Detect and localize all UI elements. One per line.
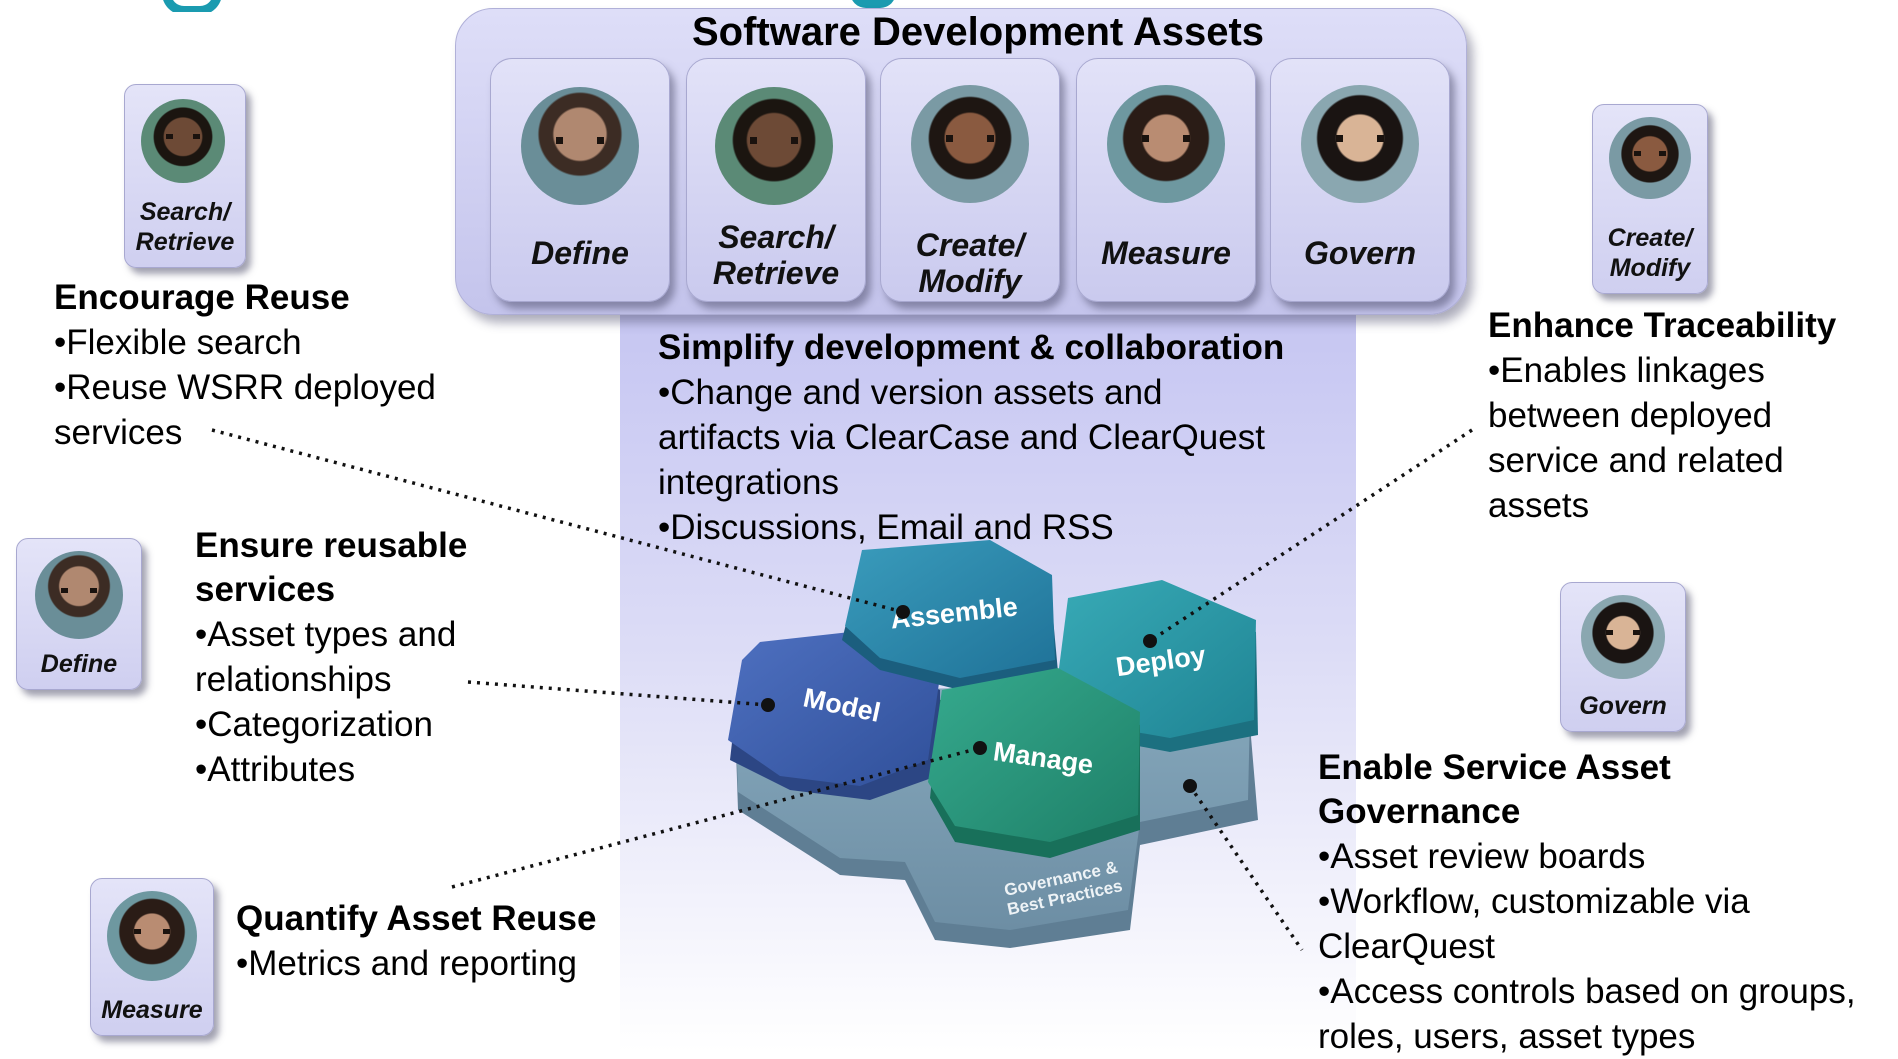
persona-tile-create-modify: Create/Modify [1592,104,1708,294]
simplify-heading: Simplify development & collaboration [658,328,1285,367]
persona-photo-icon [107,891,197,981]
persona-photo-icon [1581,595,1665,679]
connector-lines [211,428,1473,951]
bullet-change-version-cont: artifacts via ClearCase and ClearQuest [658,418,1265,457]
asset-card-label: Govern [1303,235,1417,271]
bullet-metrics: •Metrics and reporting [236,944,578,983]
asset-card-label: Measure [1101,235,1231,271]
persona-tile-label: Search/Retrieve [135,198,235,256]
asset-card-label: Define [531,235,629,271]
persona-photo-icon [35,551,123,639]
page-title-fragment [150,0,290,12]
governance-heading-1: Enable Service Asset [1318,748,1671,787]
bullet-linkages: •Enables linkages [1488,351,1765,390]
bullet-reuse-wsrr: •Reuse WSRR deployed [54,368,436,407]
bullet-linkages-cont3: assets [1488,486,1590,525]
persona-tile-measure: Measure [90,878,214,1036]
governance-heading-2: Governance [1318,792,1521,831]
bullet-linkages-cont2: service and related [1488,441,1784,480]
persona-photo-icon [141,99,225,183]
bullet-flexible-search: •Flexible search [54,323,302,362]
asset-card-label: Create/Modify [915,227,1025,299]
encourage-reuse-heading: Encourage Reuse [54,278,350,317]
asset-panel-title: Software Development Assets [691,10,1265,54]
asset-card-create-modify[interactable]: Create/Modify [880,58,1060,302]
hex-assemble[interactable] [842,540,1058,690]
persona-tile-label: Govern [1579,692,1667,720]
asset-card-label: Search/Retrieve [712,219,840,291]
bullet-linkages-cont: between deployed [1488,396,1773,435]
persona-tile-search-retrieve: Search/Retrieve [124,84,246,268]
connector-traceability [1149,428,1473,643]
persona-tile-label: Measure [101,996,203,1024]
governance-block: Enable Service Asset Governance •Asset r… [1318,746,1893,1059]
bullet-categorization: •Categorization [195,705,433,744]
ensure-reusable-block: Ensure reusable services •Asset types an… [195,524,615,792]
traceability-block: Enhance Traceability •Enables linkages b… [1488,304,1888,528]
bullet-workflow-cont: ClearQuest [1318,927,1496,966]
bullet-access-controls: •Access controls based on groups, [1318,972,1856,1011]
page-title-fragment-right [840,0,910,8]
connector-governance [1188,785,1304,951]
quantify-heading: Quantify Asset Reuse [236,899,597,938]
traceability-heading: Enhance Traceability [1488,306,1837,345]
connector-encourage-reuse [211,428,904,614]
bullet-workflow: •Workflow, customizable via [1318,882,1750,921]
bullet-asset-types-cont: relationships [195,660,392,699]
persona-photo-icon [911,85,1029,203]
bullet-access-controls-cont: roles, users, asset types [1318,1017,1696,1056]
connector-quantify [451,746,981,889]
persona-tile-label: Create/Modify [1607,224,1693,282]
quantify-block: Quantify Asset Reuse •Metrics and report… [236,897,656,986]
bullet-discussions: •Discussions, Email and RSS [658,508,1114,547]
bullet-reuse-wsrr-cont: services [54,413,183,452]
persona-photo-icon [521,87,639,205]
connector-dots [761,605,1197,793]
bullet-change-version: •Change and version assets and [658,373,1163,412]
bullet-change-version-cont2: integrations [658,463,839,502]
persona-tile-govern: Govern [1560,582,1686,732]
ensure-reusable-heading-2: services [195,570,336,609]
asset-card-search-retrieve[interactable]: Search/Retrieve [686,58,866,302]
persona-photo-icon [1107,85,1225,203]
persona-tile-label: Define [40,650,118,678]
simplify-block: Simplify development & collaboration •Ch… [658,326,1358,550]
asset-card-define[interactable]: Define [490,58,670,302]
persona-photo-icon [1609,117,1691,199]
persona-photo-icon [1301,85,1419,203]
persona-tile-define: Define [16,538,142,690]
asset-card-govern[interactable]: Govern [1270,58,1450,302]
bullet-review-boards: •Asset review boards [1318,837,1646,876]
encourage-reuse-block: Encourage Reuse •Flexible search •Reuse … [54,276,514,455]
bullet-attributes: •Attributes [195,750,356,789]
bullet-asset-types: •Asset types and [195,615,457,654]
persona-photo-icon [715,87,833,205]
ensure-reusable-heading-1: Ensure reusable [195,526,468,565]
asset-card-measure[interactable]: Measure [1076,58,1256,302]
hex-manage[interactable] [928,668,1140,858]
